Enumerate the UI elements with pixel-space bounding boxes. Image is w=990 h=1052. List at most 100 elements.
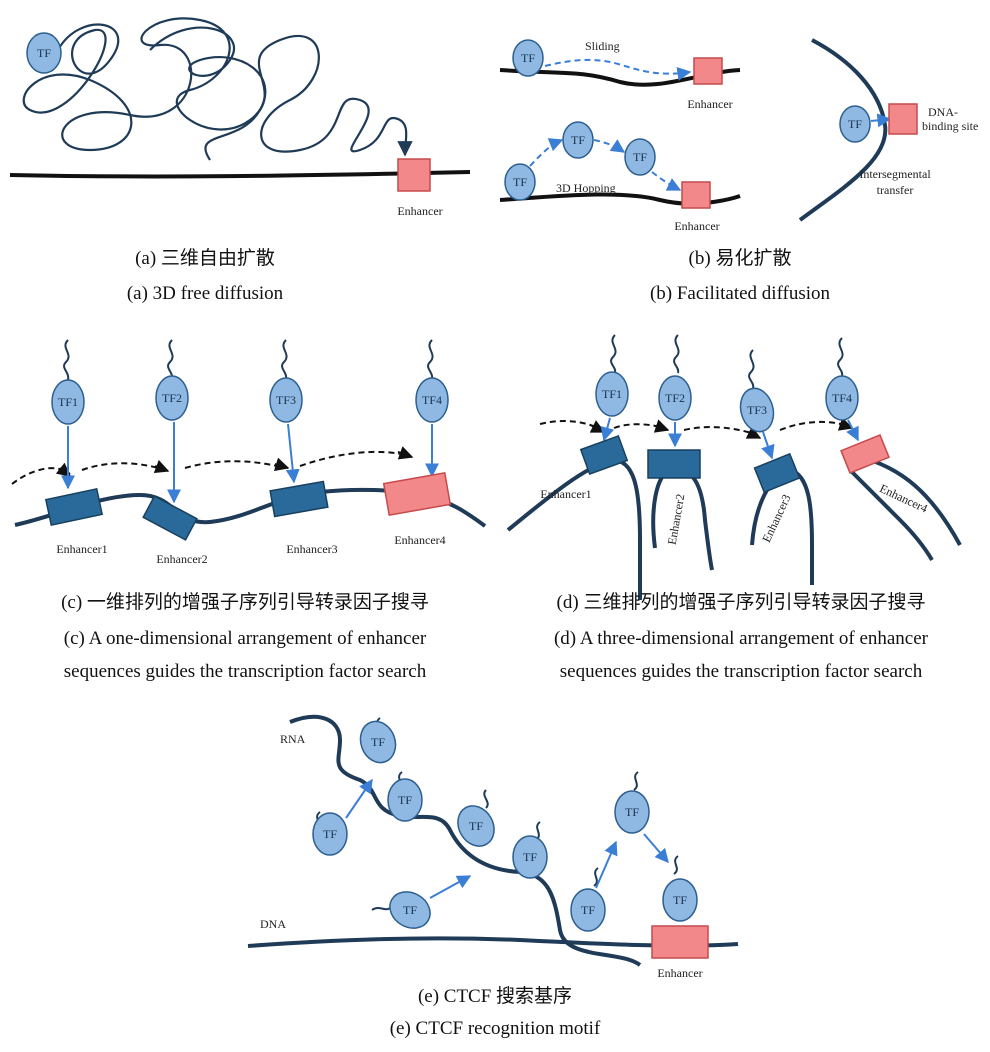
tf-e-hop: TF (615, 772, 668, 862)
intersegmental-label-1: Intersegmental (859, 167, 931, 181)
panel-c: TF1 TF2 TF3 TF4 Enhancer1 Enhancer2 Enh (12, 340, 485, 566)
tf-e-free-2-label: TF (403, 903, 417, 917)
tf-e-rna-2-label: TF (398, 793, 412, 807)
caption-c-en-2: sequences guides the transcription facto… (0, 660, 490, 684)
tf-c-3: TF3 (270, 340, 302, 482)
tf-e-rna-4: TF (513, 822, 547, 878)
tf-e-free-2: TF (372, 876, 470, 935)
strand-d-4 (850, 460, 960, 560)
search-path-d (540, 421, 848, 434)
tf-c-1: TF1 (52, 340, 84, 488)
enhancer-c-2-label: Enhancer2 (156, 552, 207, 566)
tf-d-1-label: TF1 (602, 387, 622, 401)
enhancer-c-2 (143, 496, 197, 540)
dna-binding-label-2: binding site (922, 119, 978, 133)
hop-arrow-3 (652, 172, 680, 190)
tf-c-4-label: TF4 (422, 393, 442, 407)
inter-arrow (871, 119, 890, 121)
tf-e-rna-4-label: TF (523, 850, 537, 864)
caption-c-cn: (c) 一维排列的增强子序列引导转录因子搜寻 (0, 591, 490, 615)
tf-e-dna: TF (571, 842, 616, 931)
panel-a: TF Enhancer (10, 18, 470, 218)
search-arrow-c2 (155, 466, 168, 471)
search-arrow-d2 (656, 426, 668, 430)
tf-b-inter-label: TF (848, 117, 862, 131)
caption-d-en-1: (d) A three-dimensional arrangement of e… (496, 627, 986, 651)
enhancer-d-2 (648, 450, 700, 478)
caption-a-cn: (a) 三维自由扩散 (105, 247, 305, 271)
enhancer-b-hopping (682, 182, 710, 208)
tf-e-bound: TF (663, 856, 697, 921)
strand-d-3 (752, 470, 812, 585)
hopping-label: 3D Hopping (556, 181, 616, 195)
tf-e-rna-3-label: TF (469, 819, 483, 833)
enhancer-b-hopping-label: Enhancer (674, 219, 719, 233)
panel-e: DNA RNA TF TF TF TF (248, 716, 738, 980)
enhancer-d-3 (755, 454, 800, 492)
enhancer-a (398, 159, 430, 191)
tf-e-hop-label: TF (625, 805, 639, 819)
tf-c-4: TF4 (416, 340, 448, 476)
tf-d-1: TF1 (596, 335, 628, 440)
enhancer-e-label: Enhancer (657, 966, 702, 980)
tf-e-free-1: TF (313, 780, 372, 855)
enhancer-e (652, 926, 708, 958)
enhancer-a-label: Enhancer (397, 204, 442, 218)
caption-e-cn: (e) CTCF 搜索基序 (345, 985, 645, 1009)
tf-a-label: TF (37, 46, 51, 60)
caption-d-cn: (d) 三维排列的增强子序列引导转录因子搜寻 (496, 591, 986, 615)
tf-d-2-label: TF2 (665, 391, 685, 405)
caption-b-cn: (b) 易化扩散 (640, 247, 840, 271)
enhancer-c-1 (46, 489, 102, 525)
tf-d-4-label: TF4 (832, 391, 852, 405)
hop-arrow-1 (530, 140, 562, 166)
enhancer-d-3-label: Enhancer3 (759, 492, 793, 544)
enhancer-d-1 (581, 436, 627, 474)
diffusion-path-a (24, 18, 407, 155)
tf-b-hop1-label: TF (513, 175, 527, 189)
strand-d-1 (508, 460, 640, 600)
dna-binding-label-1: DNA- (928, 105, 958, 119)
tf-e-rna-1-label: TF (371, 735, 385, 749)
tf-e-rna-1: TF (355, 716, 401, 767)
rna-label-e: RNA (280, 732, 306, 746)
tf-b-sliding-label: TF (521, 51, 535, 65)
tf-b-hop2-label: TF (571, 133, 585, 147)
tf-c-2-label: TF2 (162, 391, 182, 405)
caption-b-en: (b) Facilitated diffusion (590, 282, 890, 306)
tf-d-3-label: TF3 (747, 403, 767, 417)
tf-e-dna-label: TF (581, 903, 595, 917)
tf-b-hop3-label: TF (633, 150, 647, 164)
enhancer-b-sliding-label: Enhancer (687, 97, 732, 111)
tf-e-bound-label: TF (673, 893, 687, 907)
tf-c-1-label: TF1 (58, 395, 78, 409)
tf-c-2: TF2 (156, 340, 188, 502)
enhancer-c-1-label: Enhancer1 (56, 542, 107, 556)
enhancer-c-4 (384, 473, 451, 515)
dna-label-e: DNA (260, 917, 286, 931)
enhancer-c-3-label: Enhancer3 (286, 542, 337, 556)
tf-c-3-label: TF3 (276, 393, 296, 407)
search-arrow-d1 (592, 426, 604, 432)
enhancer-d-4 (841, 435, 889, 473)
enhancer-d-1-label: Enhancer1 (540, 487, 591, 501)
tf-e-free-1-label: TF (323, 827, 337, 841)
enhancer-d-4-label: Enhancer4 (877, 481, 929, 515)
intersegmental-label-2: transfer (877, 183, 914, 197)
enhancer-b-sliding (694, 58, 722, 84)
caption-e-en: (e) CTCF recognition motif (345, 1017, 645, 1041)
enhancer-c-4-label: Enhancer4 (394, 533, 445, 547)
panel-d: TF1 TF2 TF3 TF4 Enhancer1 Enhancer2 Enh (508, 335, 960, 600)
diffusion-loop-a2 (150, 28, 265, 160)
caption-d-en-2: sequences guides the transcription facto… (496, 660, 986, 684)
caption-c-en-1: (c) A one-dimensional arrangement of enh… (0, 627, 490, 651)
tf-d-3: TF3 (736, 350, 778, 458)
tf-e-rna-2: TF (388, 772, 422, 821)
enhancer-d-2-label: Enhancer2 (665, 493, 688, 546)
sliding-label: Sliding (585, 39, 620, 53)
hop-arrow-2 (594, 140, 624, 152)
enhancer-c-3 (270, 482, 328, 517)
panel-b: TF Sliding Enhancer TF TF TF 3D Hopping … (500, 39, 978, 233)
search-path-c (12, 452, 410, 484)
